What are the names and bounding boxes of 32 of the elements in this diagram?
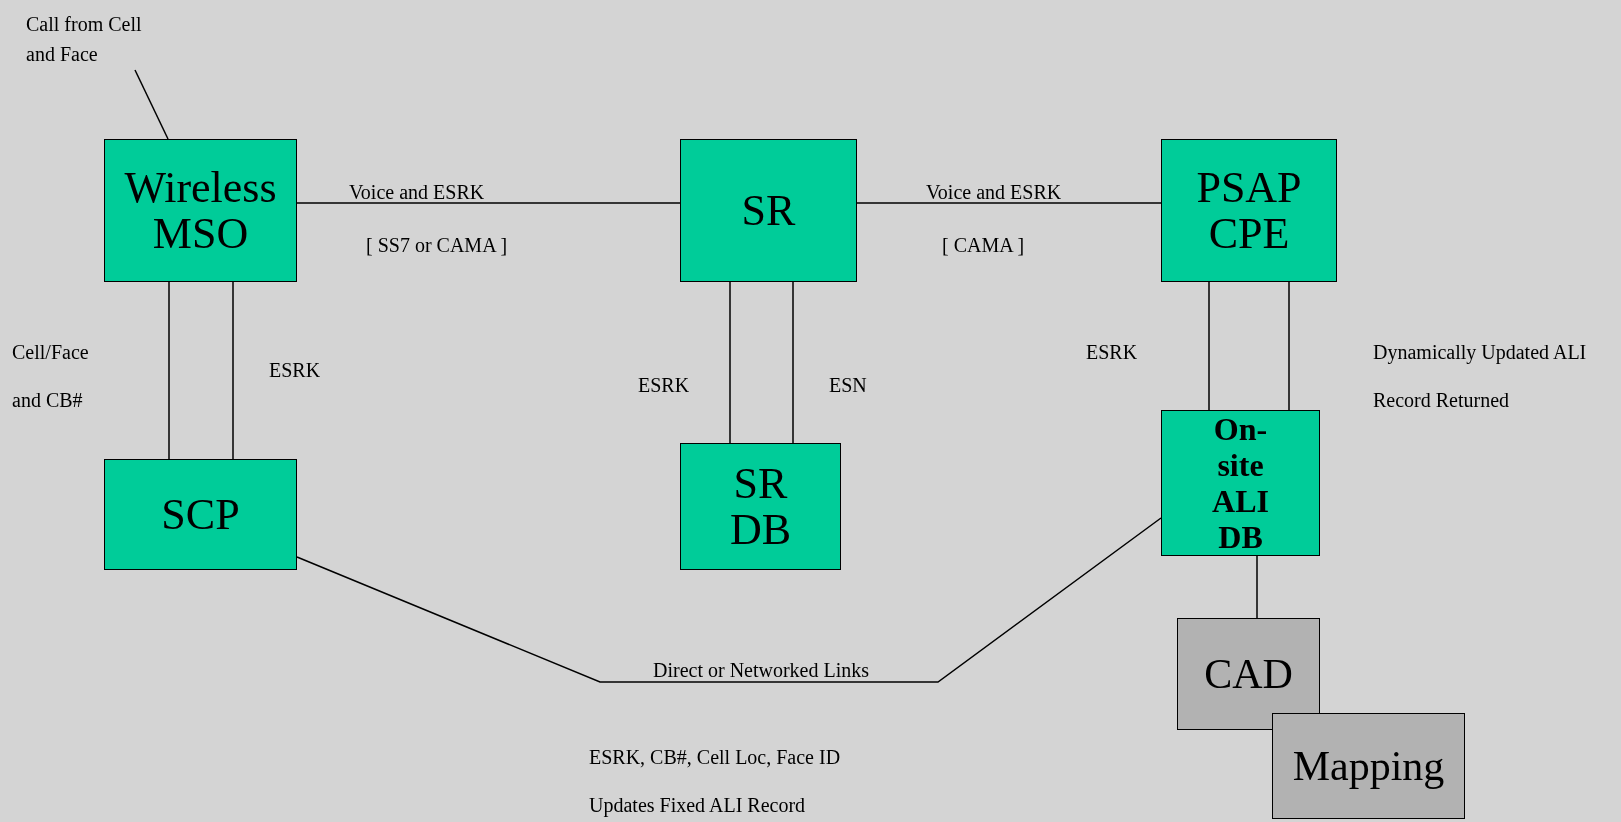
process-box: SR DB [680,443,841,570]
edge-label: Voice and ESRK [926,180,1063,205]
process-box: PSAP CPE [1161,139,1337,282]
process-box: SCP [104,459,297,570]
process-box: Wireless MSO [104,139,297,282]
process-box: SR [680,139,857,282]
edge-label: ESRK [1086,340,1139,365]
connector-line [1288,281,1290,411]
connector-line [856,202,1162,204]
connector-line [232,281,234,460]
edge-label: ESRK [638,373,691,398]
connector-line [792,281,794,444]
edge-label: Voice and ESRK [349,180,486,205]
note-text: [ CAMA ] [942,233,1025,257]
connector-line [1208,281,1210,411]
leader-line [134,69,169,140]
connector-line [729,281,731,444]
process-box: On-site ALI DB [1161,410,1320,556]
edge-label: Direct or Networked Links [653,658,871,683]
note-text: Updates Fixed ALI Record [589,793,806,817]
note-text: ESRK, CB#, Cell Loc, Face ID [589,745,841,769]
note-text: Call from Cell and Face [26,8,166,70]
edge-label: Dynamically Updated ALI Record Returned [1373,340,1588,413]
edge-label: ESN [829,373,868,398]
note-text: [ SS7 or CAMA ] [366,233,508,257]
connector-line [296,517,1162,683]
process-box: Mapping [1272,713,1465,819]
edge-label: Cell/Face and CB# [12,340,90,413]
connector-line [168,281,170,460]
process-box: CAD [1177,618,1320,730]
connector-line [296,202,681,204]
edge-label: ESRK [269,358,322,383]
